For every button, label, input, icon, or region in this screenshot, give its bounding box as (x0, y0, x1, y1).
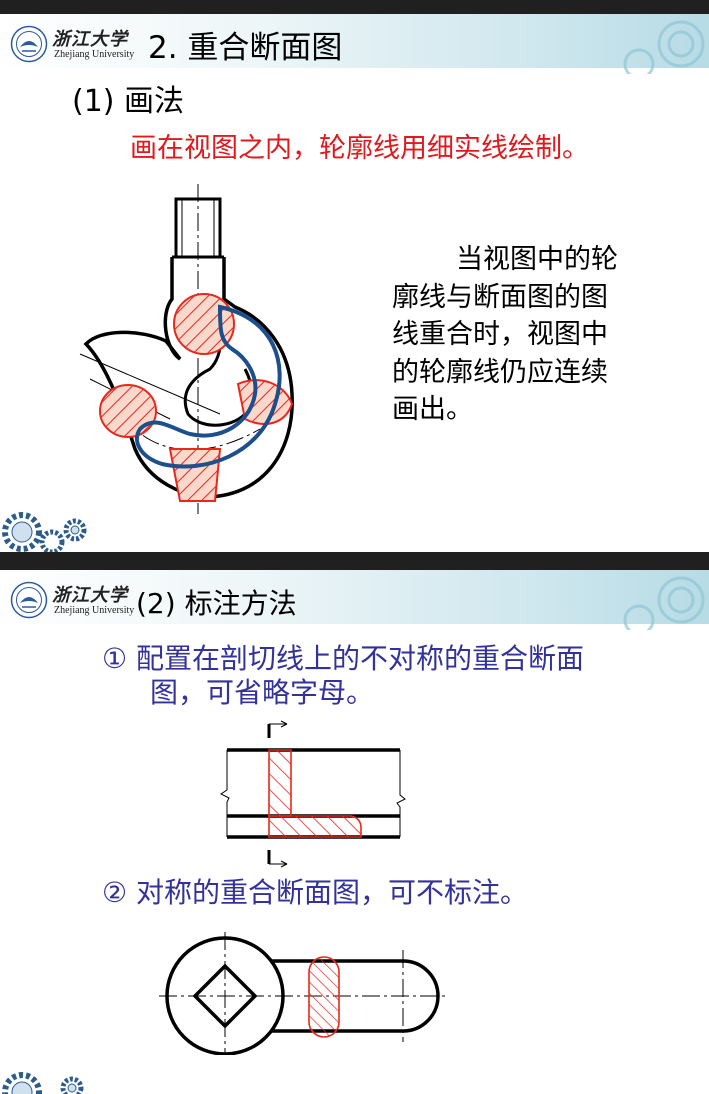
logo-chinese-text: 浙江大学 (52, 29, 128, 50)
gear-decoration-icon (2, 512, 87, 552)
gear-decoration-icon (2, 1072, 84, 1094)
university-seal-icon (10, 25, 48, 63)
explanation-paragraph: 当视图中的轮 廓线与断面图的图 线重合时，视图中 的轮廓线仍应连续 画出。 (392, 241, 692, 429)
university-seal-icon (10, 581, 48, 619)
symmetric-section-drawing (159, 932, 445, 1055)
logo-chinese-text: 浙江大学 (52, 585, 128, 606)
section-heading: (1) 画法 (72, 84, 185, 119)
header-band (0, 570, 709, 624)
slide-1: 浙江大学 Zhejiang University 2. 重合断面图 (1) 画法… (0, 14, 709, 552)
logo-english-text: Zhejiang University (54, 49, 135, 60)
paragraph-line: 当视图中的轮 (456, 244, 618, 275)
logo-english-text: Zhejiang University (54, 605, 135, 616)
list-item-1: ① 配置在剖切线上的不对称的重合断面 图，可省略字母。 (102, 642, 584, 710)
asymmetric-section-drawing (220, 720, 406, 868)
university-logo: 浙江大学 Zhejiang University (10, 578, 136, 622)
paragraph-line: 廓线与断面图的图 (392, 281, 608, 313)
gear-decoration-icon (623, 20, 705, 74)
slide-2: 浙江大学 Zhejiang University (2) 标注方法 ① 配置在剖… (0, 570, 709, 1094)
header-band (0, 14, 709, 68)
hook-drawing (79, 184, 294, 514)
list-item-2: ② 对称的重合断面图，可不标注。 (102, 876, 529, 909)
university-logo: 浙江大学 Zhejiang University (10, 22, 136, 66)
gear-decoration-icon (623, 576, 705, 630)
list-item-line: ① 配置在剖切线上的不对称的重合断面 (102, 642, 585, 675)
rule-statement: 画在视图之内，轮廓线用细实线绘制。 (130, 133, 589, 164)
paragraph-line: 画出。 (392, 394, 473, 425)
slide-title: (2) 标注方法 (136, 587, 297, 620)
list-item-line: 图，可省略字母。 (150, 676, 375, 709)
paragraph-line: 线重合时，视图中 (392, 319, 608, 350)
slide-title: 2. 重合断面图 (148, 30, 343, 66)
paragraph-line: 的轮廓线仍应连续 (392, 356, 608, 388)
